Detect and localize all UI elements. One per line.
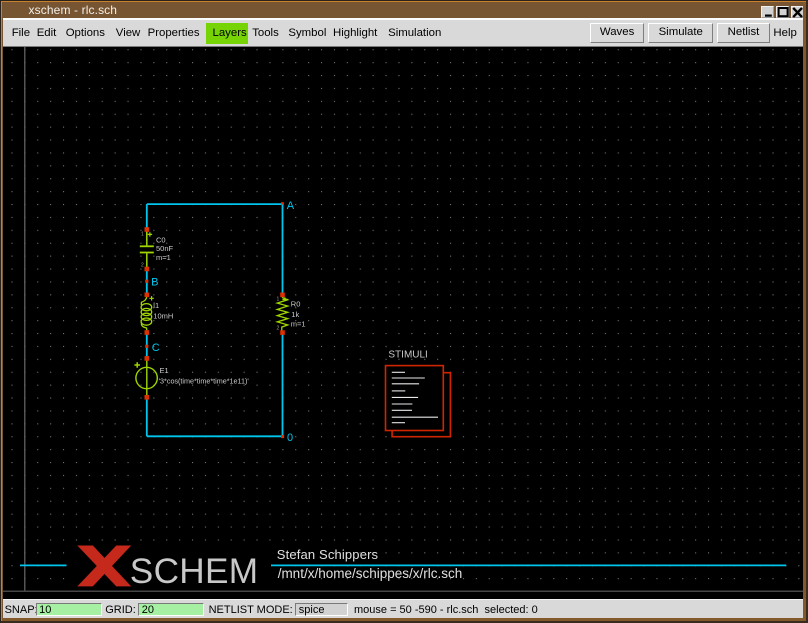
svg-text:'3*cos(time*time*time*1e11)': '3*cos(time*time*time*1e11)' [159, 377, 250, 386]
svg-text:C0: C0 [156, 235, 166, 244]
svg-text:B: B [151, 277, 158, 289]
svg-text:0: 0 [287, 432, 293, 444]
svg-text:SCHEM: SCHEM [130, 552, 259, 591]
svg-text:1k: 1k [291, 310, 299, 319]
svg-text:Stefan Schippers: Stefan Schippers [277, 547, 379, 562]
svg-text:m=1: m=1 [291, 320, 306, 329]
svg-text:/mnt/x/home/schippes/x/rlc.sch: /mnt/x/home/schippes/x/rlc.sch [278, 566, 463, 581]
svg-text:1: 1 [277, 297, 280, 303]
svg-text:50nF: 50nF [156, 244, 174, 253]
svg-text:10mH: 10mH [153, 312, 173, 321]
svg-text:A: A [287, 200, 295, 212]
svg-text:m=1: m=1 [156, 253, 171, 262]
svg-text:R0: R0 [291, 299, 301, 308]
svg-text:C: C [152, 342, 160, 354]
svg-text:l1: l1 [153, 301, 159, 310]
svg-text:STIMULI: STIMULI [388, 350, 427, 361]
svg-text:1: 1 [141, 232, 144, 238]
svg-text:2: 2 [277, 326, 280, 332]
svg-text:2: 2 [141, 263, 144, 269]
svg-text:E1: E1 [160, 366, 169, 375]
